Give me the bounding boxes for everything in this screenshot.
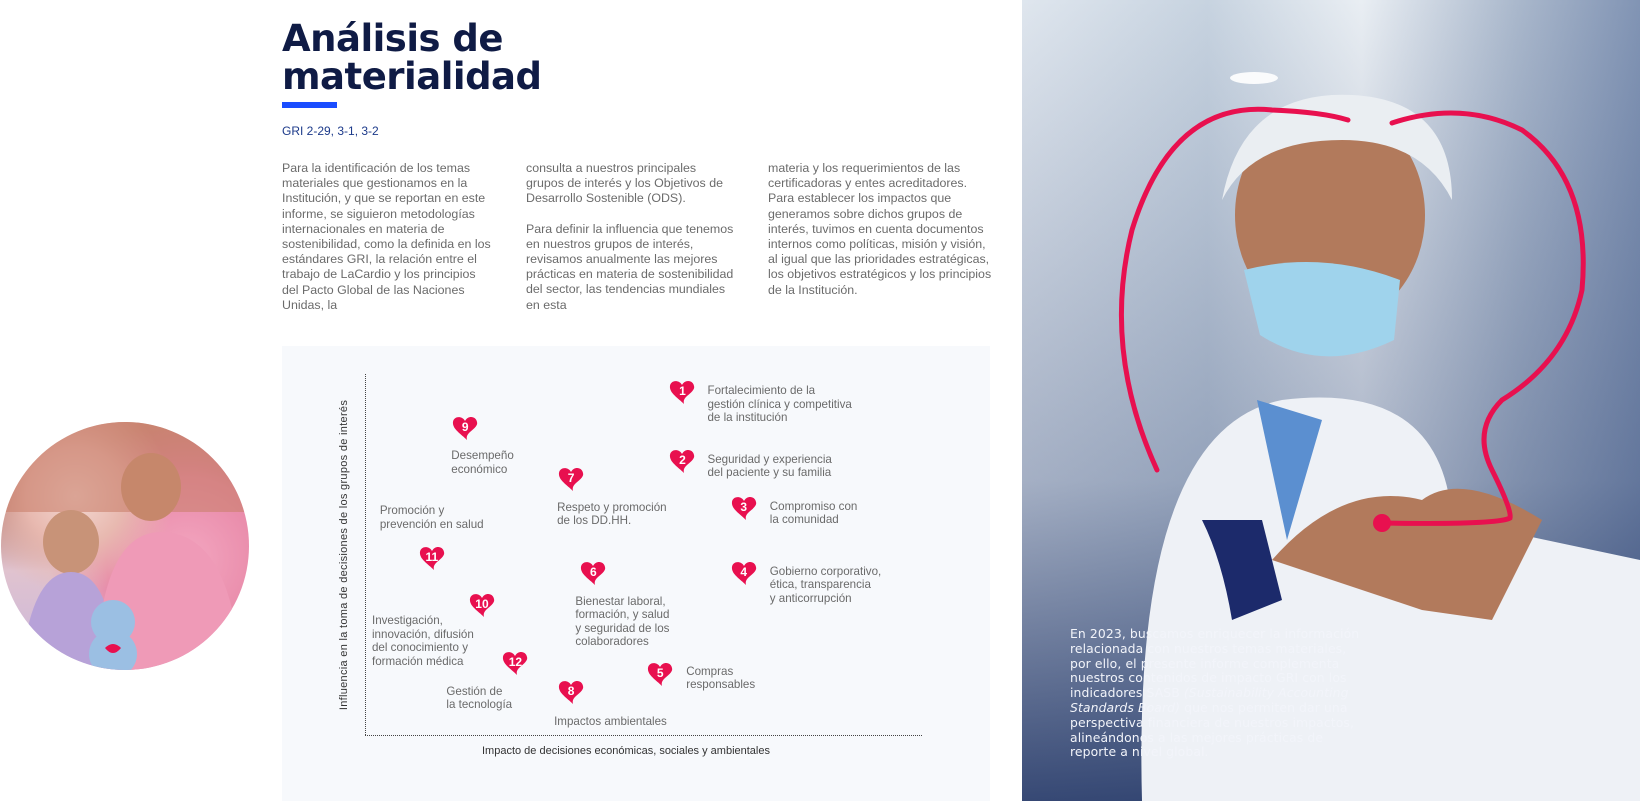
point-number: 1 <box>679 384 686 399</box>
intro-paragraph: Para la identificación de los temas mate… <box>282 161 491 312</box>
nurse-photo: En 2023, buscamos enriquecer la informac… <box>1022 0 1640 801</box>
caption-italic: (Sustainability Accounting Standards Boa… <box>1070 685 1349 715</box>
heart-marker-6: 6 <box>579 560 607 586</box>
point-number: 4 <box>740 564 748 579</box>
heart-icon <box>670 381 695 405</box>
point-label: Gobierno corporativo, ética, transparenc… <box>769 564 882 605</box>
heart-icon <box>559 680 584 704</box>
family-photo-illustration <box>1 422 249 670</box>
intro-paragraph: materia y los requerimientos de las cert… <box>768 161 992 297</box>
heart-icon <box>670 449 695 473</box>
y-axis-label: Influencia en la toma de decisiones de l… <box>338 399 350 711</box>
y-axis-line <box>365 374 366 735</box>
heart-icon <box>559 467 584 491</box>
page-title: Análisis de materialidad <box>282 20 542 96</box>
sasb-caption: En 2023, buscamos enriquecer la informac… <box>1070 626 1370 760</box>
point-label: Respeto y promoción de los DD.HH. <box>557 500 667 528</box>
point-number: 11 <box>425 550 439 565</box>
heart-icon <box>419 547 445 571</box>
point-label: Bienestar laboral, formación, y salud y … <box>575 594 670 649</box>
caption-text: En 2023, buscamos enriquecer la informac… <box>1070 626 1360 701</box>
x-axis-line <box>365 735 922 736</box>
intro-column-1: Para la identificación de los temas mate… <box>282 161 492 328</box>
point-label: Compromiso con la comunidad <box>769 499 858 527</box>
point-label: Desempeño económico <box>451 449 514 476</box>
x-axis-label: Impacto de decisiones económicas, social… <box>482 745 770 757</box>
point-label: Gestión de la tecnología <box>446 684 513 712</box>
title-line-2: materialidad <box>282 55 542 98</box>
materiality-matrix <box>282 346 990 801</box>
heart-icon <box>731 496 756 520</box>
heart-icon <box>581 561 606 585</box>
point-number: 5 <box>656 665 664 680</box>
point-number: 6 <box>590 564 597 579</box>
heart-marker-9: 9 <box>451 415 479 441</box>
point-number: 3 <box>740 499 748 514</box>
point-label: Impactos ambientales <box>554 714 667 728</box>
heart-marker-1: 1 <box>668 379 696 405</box>
point-number: 12 <box>508 654 523 669</box>
point-number: 2 <box>679 452 686 467</box>
heart-marker-3: 3 <box>730 495 758 521</box>
heart-icon <box>503 651 528 675</box>
nurse-photo-illustration <box>1118 72 1640 801</box>
heart-marker-4: 4 <box>730 560 758 586</box>
title-line-1: Análisis de <box>282 17 503 60</box>
heart-icon <box>469 594 495 618</box>
gri-reference: GRI 2-29, 3-1, 3-2 <box>282 124 379 138</box>
heart-icon <box>453 417 478 441</box>
heart-icon <box>731 561 756 585</box>
intro-column-3: materia y los requerimientos de las cert… <box>768 161 993 313</box>
heart-marker-7: 7 <box>557 466 585 492</box>
heart-marker-11: 11 <box>418 545 446 571</box>
point-number: 9 <box>461 420 469 435</box>
heart-marker-5: 5 <box>646 661 674 687</box>
caption-text: que nos permiten dar una perspectiva fin… <box>1070 699 1354 760</box>
intro-paragraph: Para definir la influencia que tenemos e… <box>526 221 734 312</box>
point-label: Compras responsables <box>686 664 756 692</box>
point-number: 7 <box>567 470 575 485</box>
heart-marker-10: 10 <box>468 592 496 618</box>
point-label: Fortalecimiento de la gestión clínica y … <box>707 384 852 425</box>
family-photo <box>1 422 249 670</box>
heart-marker-8: 8 <box>557 679 585 705</box>
point-label: Promoción y prevención en salud <box>379 504 484 531</box>
heart-marker-2: 2 <box>668 448 696 474</box>
intro-paragraph: consulta a nuestros principales grupos d… <box>526 161 723 206</box>
heart-icon <box>648 662 673 686</box>
intro-column-2: consulta a nuestros principales grupos d… <box>526 161 736 328</box>
point-number: 8 <box>567 683 575 698</box>
title-underline <box>282 102 337 108</box>
point-number: 10 <box>475 597 489 612</box>
point-label: Seguridad y experiencia del paciente y s… <box>707 452 832 480</box>
point-label: Investigación, innovación, difusión del … <box>371 614 474 668</box>
heart-marker-12: 12 <box>501 650 529 676</box>
